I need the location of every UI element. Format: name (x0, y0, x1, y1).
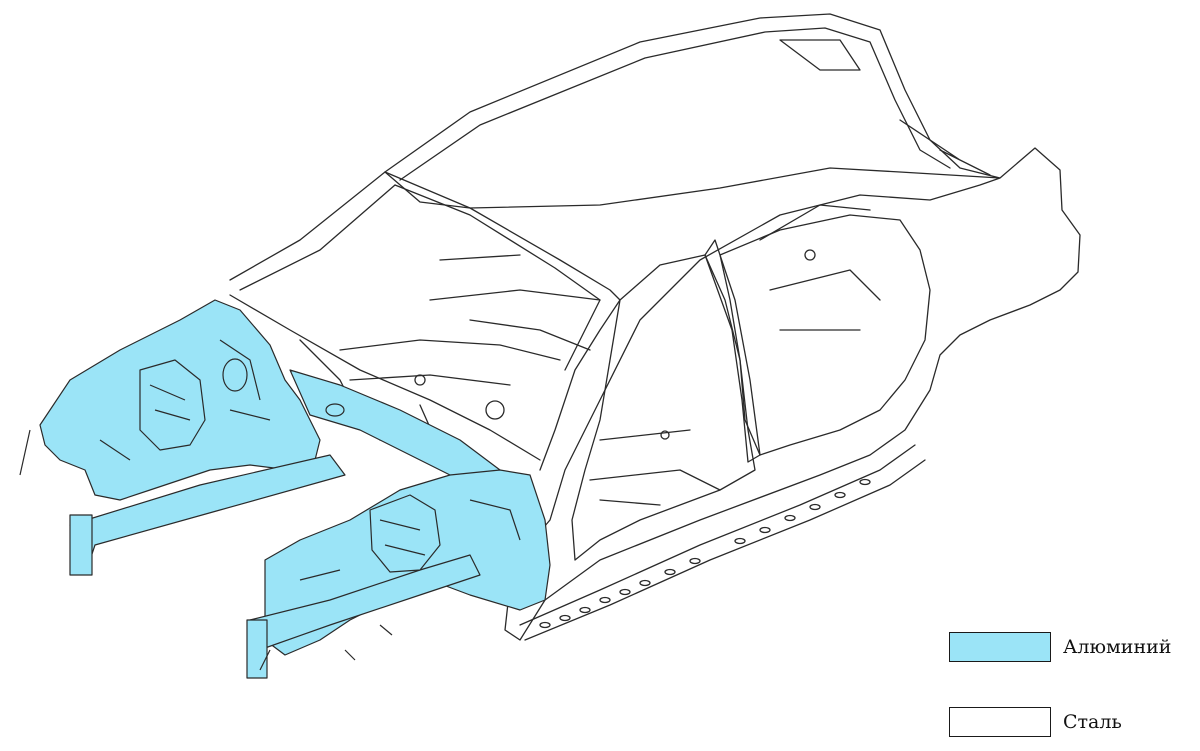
windshield-frame (229, 171, 396, 291)
floor-hole (804, 249, 816, 261)
b-pillar (704, 239, 761, 463)
aluminum-details (19, 339, 521, 671)
floor-pan (339, 254, 601, 386)
legend-swatch-steel (949, 707, 1051, 737)
floor-hole (660, 430, 670, 440)
a-pillar (384, 171, 621, 471)
roof-panel (384, 13, 1001, 209)
legend-item-steel: Сталь (949, 707, 1122, 737)
a-pillar-inner (394, 184, 601, 371)
right-crash-box (246, 619, 268, 679)
trunk-detail (779, 39, 991, 176)
side-sill (519, 444, 926, 641)
legend-label-steel: Сталь (1063, 711, 1122, 733)
roof-inner-edge (399, 27, 951, 181)
left-strut-tower (139, 359, 206, 451)
cowl (229, 294, 541, 461)
legend-swatch-aluminum (949, 632, 1051, 662)
rear-quarter-panel (504, 147, 1081, 641)
floor-hole (414, 374, 426, 386)
right-strut-tower (369, 494, 441, 573)
rear-floor (589, 204, 881, 506)
legend-item-aluminum: Алюминий (949, 632, 1171, 662)
rear-door-opening (719, 214, 931, 456)
front-door-opening (571, 254, 756, 561)
aluminum-front-structure (19, 299, 551, 679)
sill-holes (539, 478, 871, 629)
body-outline (229, 13, 1081, 641)
left-crash-box (69, 514, 93, 576)
floor-hole (485, 400, 505, 420)
legend-label-aluminum: Алюминий (1063, 636, 1172, 658)
